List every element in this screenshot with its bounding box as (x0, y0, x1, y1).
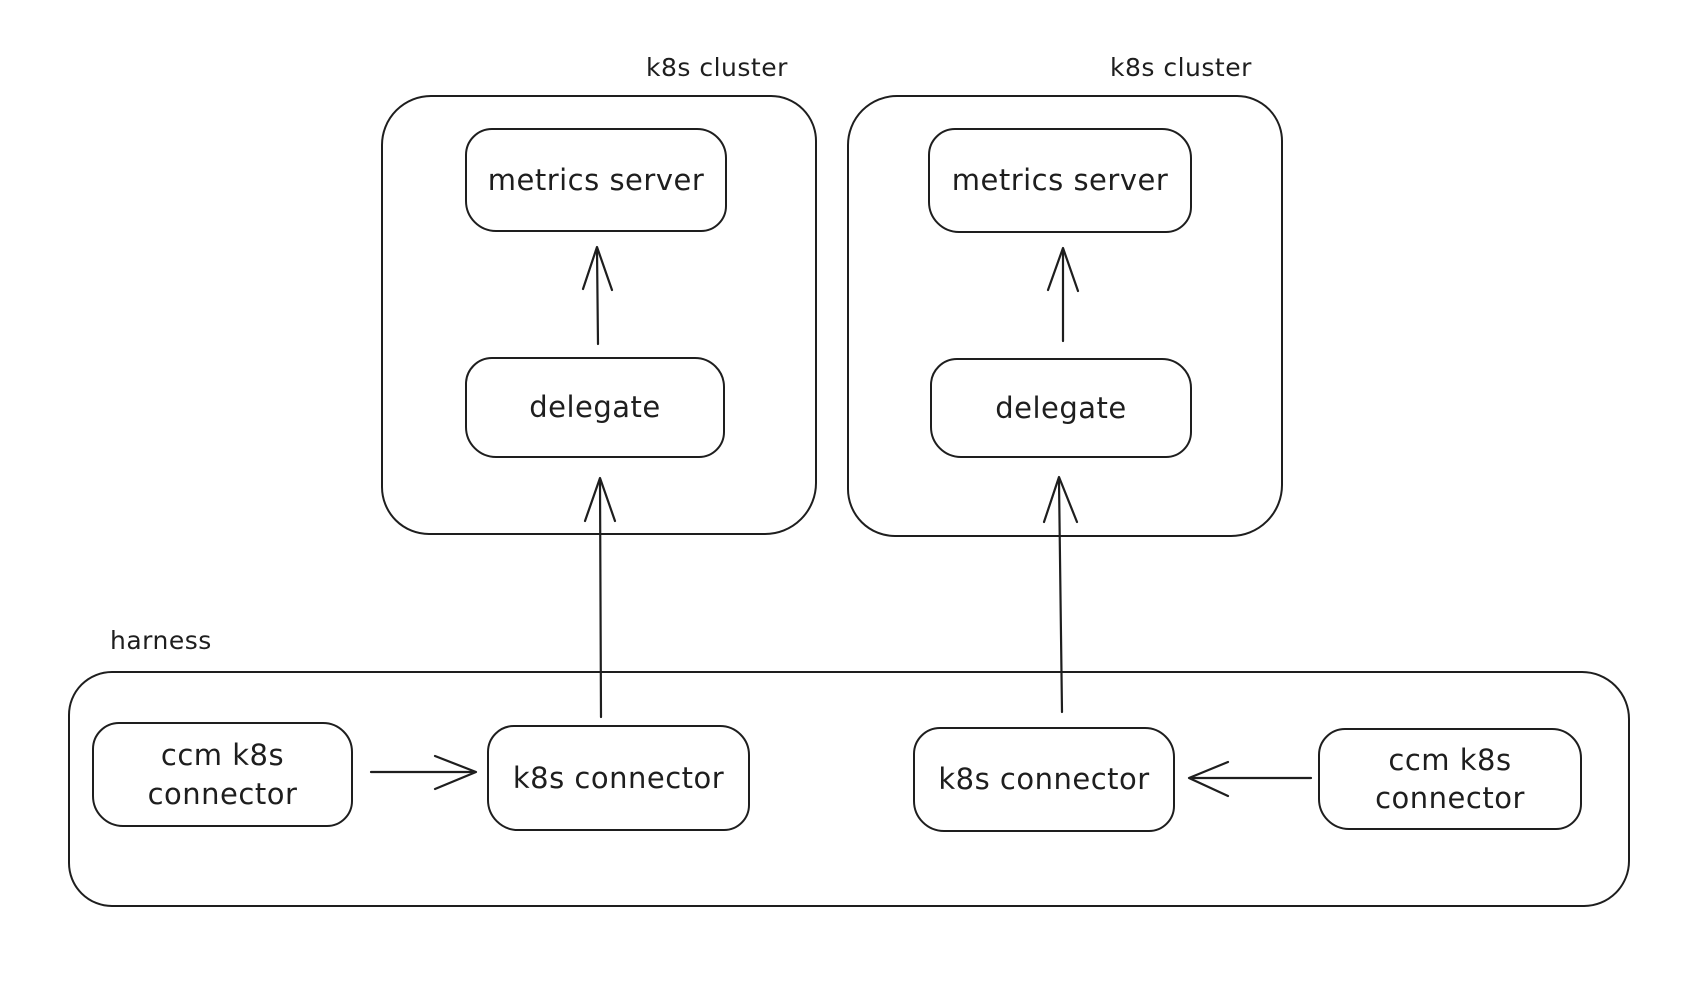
ccm-k8s-connector-right-line1: ccm k8s (1388, 742, 1512, 777)
ccm-k8s-connector-left-line1: ccm k8s (160, 738, 285, 773)
metrics-server-node-left: metrics server (465, 128, 727, 232)
cluster-right-label: k8s cluster (1110, 53, 1252, 82)
delegate-label-left: delegate (529, 390, 661, 425)
metrics-server-node-right: metrics server (928, 128, 1192, 233)
delegate-node-left: delegate (465, 357, 725, 458)
delegate-label-right: delegate (995, 390, 1127, 425)
k8s-connector-label-left: k8s connector (512, 760, 725, 795)
ccm-k8s-connector-left-line2: connector (147, 776, 298, 811)
cluster-left-label: k8s cluster (646, 53, 788, 82)
delegate-node-right: delegate (930, 358, 1192, 458)
ccm-k8s-connector-right-line2: connector (1375, 781, 1525, 815)
cluster-right-container: metrics server delegate (847, 95, 1283, 537)
metrics-server-label-left: metrics server (487, 162, 705, 197)
metrics-server-label-right: metrics server (951, 163, 1169, 198)
k8s-connector-node-right: k8s connector (913, 727, 1175, 832)
ccm-k8s-connector-node-right: ccm k8s connector (1318, 728, 1582, 830)
harness-label: harness (110, 626, 212, 655)
k8s-connector-label-right: k8s connector (938, 762, 1150, 797)
harness-container: ccm k8s connector k8s connector k8s conn… (68, 671, 1630, 907)
ccm-k8s-connector-node-left: ccm k8s connector (92, 722, 353, 827)
cluster-left-container: metrics server delegate (381, 95, 817, 535)
k8s-connector-node-left: k8s connector (487, 725, 750, 831)
